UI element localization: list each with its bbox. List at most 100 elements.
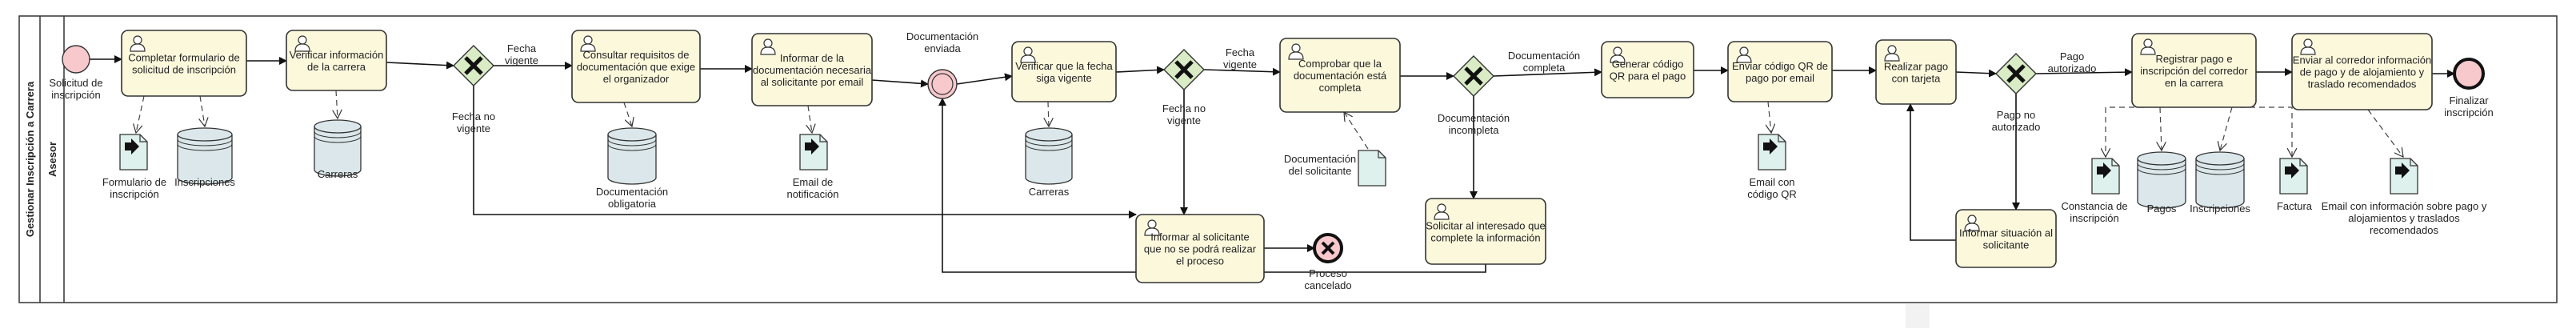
assoc-t4-d2	[808, 105, 812, 133]
flow-msg-t5	[956, 73, 1013, 85]
assoc-t1-s1	[200, 95, 205, 126]
output-arrow-icon	[2395, 162, 2410, 179]
user-icon	[1736, 46, 1752, 63]
store-label-s1: Inscripciones	[174, 176, 235, 188]
assoc-t14-d7	[2367, 109, 2403, 157]
assoc-t13-s5	[2160, 106, 2162, 150]
store-label-s6: Inscripciones	[2190, 203, 2250, 215]
store-label-s2: Carreras	[318, 168, 358, 180]
flow-g2-t7	[1203, 67, 1281, 76]
output-arrow-icon	[805, 138, 819, 154]
assoc-t13-d6	[2240, 106, 2292, 157]
user-icon	[2300, 38, 2316, 55]
document-d6	[2279, 158, 2308, 195]
flow-t4-msg	[871, 79, 929, 88]
user-icon	[1434, 203, 1450, 220]
document-d1	[119, 134, 148, 171]
user-icon	[1884, 45, 1900, 62]
store-label-s5: Pagos	[2147, 203, 2177, 215]
user-icon	[1610, 46, 1626, 63]
flow-g4-t13	[2035, 68, 2133, 77]
document-d3	[1358, 150, 1386, 187]
datastore-s3	[607, 127, 657, 185]
gateway-g1	[453, 45, 494, 86]
output-arrow-icon	[125, 138, 139, 154]
store-label-s4: Carreras	[1029, 186, 1070, 198]
datastore-s1	[177, 127, 233, 185]
datastore-s5	[2137, 151, 2186, 209]
user-icon	[1020, 46, 1036, 63]
output-arrow-icon	[2285, 162, 2299, 179]
flow-t5-g2	[1115, 66, 1165, 74]
datastore-s6	[2195, 151, 2245, 209]
datastore-s2	[314, 119, 362, 177]
flow-t12-t11	[1906, 103, 1956, 241]
assoc-t10-d4	[1768, 101, 1771, 133]
document-d4	[1758, 134, 1786, 171]
assoc-t3-s3	[623, 102, 632, 126]
assoc-t2-s2	[336, 90, 338, 118]
user-icon	[2140, 38, 2156, 55]
flow-t2-g1	[386, 61, 454, 70]
assoc-d3-t7	[1344, 112, 1369, 150]
document-d2	[799, 134, 828, 171]
gateway-g4	[1995, 53, 2037, 94]
user-icon	[580, 35, 596, 52]
document-d7	[2390, 158, 2418, 195]
assoc-t13-d5	[2106, 106, 2144, 157]
output-arrow-icon	[1763, 138, 1778, 154]
user-icon	[1144, 219, 1160, 236]
doc-label-d6: Factura	[2277, 200, 2313, 212]
lane-label: Asesor	[46, 142, 58, 177]
flow-g1-t6	[473, 86, 1137, 219]
user-icon	[1964, 215, 1980, 231]
